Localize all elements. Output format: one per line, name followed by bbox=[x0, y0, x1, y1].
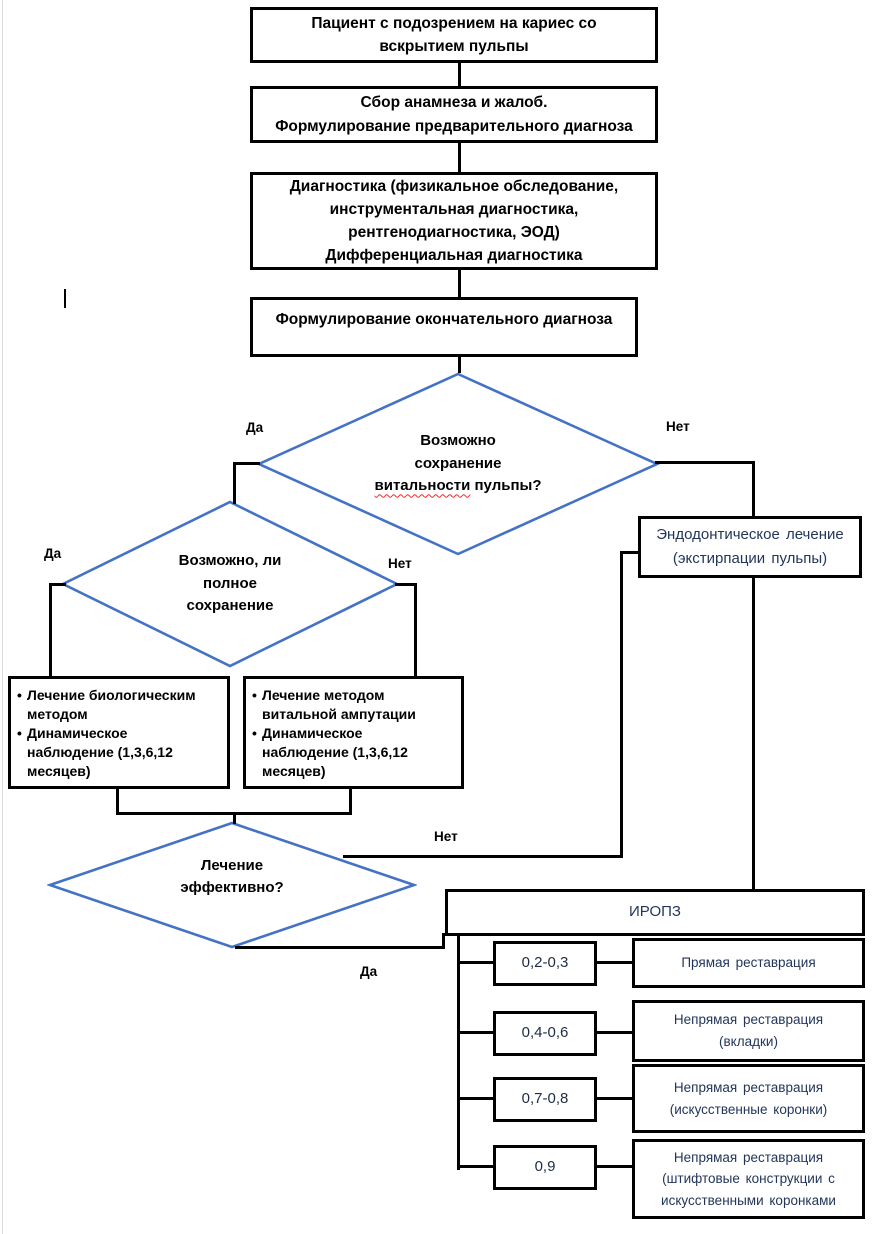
label-yes-diamond3: Да bbox=[360, 964, 378, 979]
iropz-range-1: 0,2-0,3 bbox=[493, 941, 597, 986]
decision-diamond-full-preservation bbox=[60, 500, 400, 668]
bullet-icon: • bbox=[17, 687, 22, 703]
label-yes-diamond1: Да bbox=[246, 420, 264, 435]
connector-patient-anamnesis bbox=[458, 60, 461, 88]
spellchecked-word: витальности bbox=[374, 477, 471, 495]
iropz-row1-stub-right bbox=[597, 961, 634, 964]
iropz-row3-stub-right bbox=[597, 1097, 634, 1100]
label-no-diamond3: Нет bbox=[434, 829, 458, 844]
iropz-range-3: 0,7-0,8 bbox=[493, 1077, 597, 1122]
connector-anamnesis-diagnostics bbox=[458, 141, 461, 173]
connector-diamond1-no-v bbox=[752, 461, 755, 518]
node-vital-amputation: • Лечение методом витальной ампутации • … bbox=[243, 676, 464, 789]
iropz-bracket-v bbox=[457, 934, 460, 1170]
iropz-row2-stub-right bbox=[597, 1031, 634, 1034]
node-iropz-header: ИРОПЗ bbox=[445, 889, 865, 936]
decision-diamond-effective bbox=[47, 821, 417, 949]
diamond-vitality-line1: Возможно bbox=[420, 432, 496, 450]
connector-diamond1-yes-v bbox=[233, 462, 236, 504]
iropz-row2-stub-left bbox=[457, 1031, 495, 1034]
connector-diamond3-no-h bbox=[343, 855, 623, 858]
diamond-full-preservation-text: Возможно, ли полное сохранение bbox=[178, 552, 282, 615]
label-no-diamond2: Нет bbox=[388, 556, 412, 571]
node-endodontic-treatment: Эндодонтическое лечение (экстирпации пул… bbox=[638, 516, 862, 578]
connector-final-diamond1 bbox=[458, 355, 461, 373]
connector-diamond2-yes-h bbox=[49, 583, 66, 586]
connector-diamond2-no-h bbox=[395, 583, 417, 586]
node-diagnostics: Диагностика (физикальное обследование, и… bbox=[250, 172, 658, 270]
diamond-effective-text: Лечение эффективно? bbox=[180, 856, 284, 897]
diamond-vitality-line2: сохранение bbox=[414, 454, 502, 472]
iropz-row1-stub-left bbox=[457, 961, 495, 964]
connector-diamond1-yes-h bbox=[233, 462, 260, 465]
label-no-diamond1: Нет bbox=[666, 419, 690, 434]
connector-join-diamond3 bbox=[233, 812, 236, 824]
iropz-range-2: 0,4-0,6 bbox=[493, 1011, 597, 1056]
bullet-icon: • bbox=[252, 724, 257, 741]
connector-diamond2-no-v bbox=[414, 583, 417, 678]
iropz-treatment-1: Прямая реставрация bbox=[632, 938, 865, 988]
bullet-text: Динамическое наблюдение (1,3,6,12 месяце… bbox=[262, 724, 408, 779]
node-biological-treatment: • Лечение биологическим методом • Динами… bbox=[8, 676, 230, 789]
connector-diamond3-no-v bbox=[620, 551, 623, 858]
bullet-icon: • bbox=[17, 724, 22, 741]
label-yes-diamond2: Да bbox=[44, 546, 62, 561]
connector-diamond2-yes-v bbox=[49, 583, 52, 678]
bullet-text: Динамическое наблюдение (1,3,6,12 месяце… bbox=[27, 724, 173, 779]
diamond-vitality-line3: витальности пульпы? bbox=[375, 475, 542, 498]
diamond-vitality-text: Возможно сохранение витальности пульпы? bbox=[256, 371, 660, 557]
connector-diagnostics-final bbox=[458, 268, 461, 299]
iropz-range-4: 0,9 bbox=[493, 1145, 597, 1190]
node-final-diagnosis: Формулирование окончательного диагноза bbox=[250, 297, 638, 357]
text-cursor-artifact bbox=[64, 289, 66, 308]
list-item: • Лечение биологическим методом bbox=[17, 686, 223, 724]
connector-biological-down bbox=[116, 786, 119, 815]
list-item: • Лечение методом витальной ампутации bbox=[252, 686, 457, 724]
iropz-treatment-2: Непрямая реставрация (вкладки) bbox=[632, 1000, 865, 1062]
connector-diamond3-no-stub bbox=[620, 551, 640, 554]
bullet-text: Лечение методом витальной ампутации bbox=[262, 687, 416, 722]
connector-endodontic-iropz bbox=[752, 575, 755, 892]
node-patient: Пациент с подозрением на кариес со вскры… bbox=[250, 7, 658, 63]
iropz-row4-stub-left bbox=[457, 1165, 495, 1168]
bullet-text: Лечение биологическим методом bbox=[27, 687, 196, 722]
connector-amputation-down bbox=[349, 786, 352, 815]
node-anamnesis: Сбор анамнеза и жалоб. Формулирование пр… bbox=[250, 86, 658, 143]
connector-diamond3-yes-h bbox=[235, 946, 445, 949]
decision-diamond-vitality bbox=[256, 372, 660, 556]
iropz-treatment-4: Непрямая реставрация (штифтовые конструк… bbox=[632, 1139, 865, 1219]
iropz-row3-stub-left bbox=[457, 1097, 495, 1100]
page-edge-line bbox=[2, 0, 3, 1234]
connector-diamond1-no-h bbox=[655, 461, 755, 464]
list-item: • Динамическое наблюдение (1,3,6,12 меся… bbox=[252, 724, 457, 781]
iropz-row4-stub-right bbox=[597, 1165, 634, 1168]
bullet-icon: • bbox=[252, 687, 257, 703]
diamond-vitality-line3-rest: пульпы? bbox=[470, 477, 542, 495]
iropz-treatment-3: Непрямая реставрация (искусственные коро… bbox=[632, 1064, 865, 1133]
connector-diamond3-yes-v bbox=[442, 933, 445, 949]
list-item: • Динамическое наблюдение (1,3,6,12 меся… bbox=[17, 724, 223, 781]
